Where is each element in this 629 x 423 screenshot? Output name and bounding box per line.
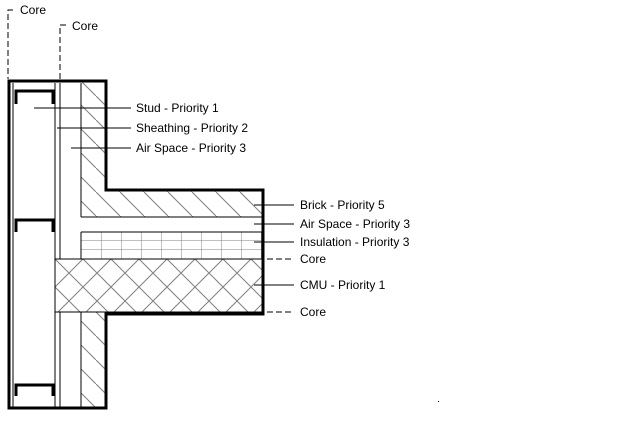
- callout-cmu: CMU - Priority 1: [300, 278, 386, 292]
- core-marker-left-outer: [7, 9, 13, 79]
- callout-sheathing: Sheathing - Priority 2: [136, 121, 248, 135]
- core-label-right-lower: Core: [300, 305, 326, 319]
- callout-brick: Brick - Priority 5: [300, 198, 385, 212]
- core-label-left-outer: Core: [20, 3, 46, 17]
- callout-air-space-2: Air Space - Priority 3: [300, 217, 410, 231]
- brick-lower-leg: [81, 312, 106, 408]
- outer-boundary: [7, 79, 265, 410]
- core-marker-left-inner: [59, 24, 66, 79]
- stud-channel-bottom: [14, 383, 55, 396]
- core-label-right-upper: Core: [300, 252, 326, 266]
- cmu-layer: [55, 259, 263, 312]
- stray-dot: [438, 401, 439, 402]
- brick-upper-leg: [81, 82, 106, 217]
- core-label-left-inner: Core: [72, 19, 98, 33]
- stud-channel-top: [14, 89, 55, 104]
- callout-stud: Stud - Priority 1: [136, 101, 219, 115]
- layer-boundaries: [12, 83, 263, 407]
- brick-horizontal-leg: [106, 190, 263, 217]
- callout-insulation: Insulation - Priority 3: [300, 235, 410, 249]
- insulation-layer: [81, 232, 263, 259]
- brick-layer: [81, 82, 263, 408]
- stud-channels: [14, 89, 55, 396]
- callout-leaders: [34, 107, 294, 313]
- stud-channel-mid: [14, 218, 55, 232]
- callout-air-space-1: Air Space - Priority 3: [136, 141, 246, 155]
